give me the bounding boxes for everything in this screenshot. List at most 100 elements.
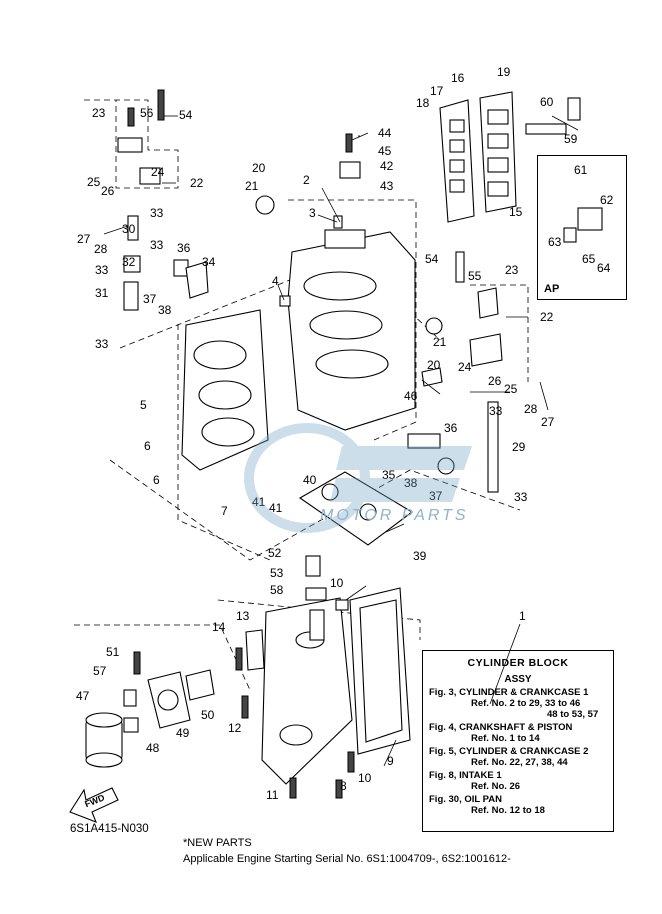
- callout: 2: [303, 173, 310, 187]
- ap-detail-box: AP: [537, 155, 627, 300]
- callout: 16: [451, 71, 465, 85]
- callout: 42: [380, 159, 394, 173]
- callout: 36: [444, 421, 458, 435]
- callout: 25: [504, 382, 518, 396]
- callout: 39: [413, 549, 427, 563]
- callout: 46: [404, 389, 418, 403]
- callout: 21: [245, 179, 259, 193]
- callout: 23: [505, 263, 519, 277]
- callout: 15: [509, 205, 523, 219]
- callout: 61: [574, 163, 588, 177]
- watermark-logo: [232, 416, 482, 536]
- callout: 60: [540, 95, 554, 109]
- callout: 30: [122, 222, 136, 236]
- callout: 33: [150, 206, 164, 220]
- callout: 3: [309, 206, 316, 220]
- callout: 49: [176, 726, 190, 740]
- callout: 52: [268, 546, 282, 560]
- ref-range: Ref. No. 22, 27, 38, 44: [471, 757, 568, 768]
- callout: 51: [106, 645, 120, 659]
- callout: 62: [600, 193, 614, 207]
- ref-range: Ref. No. 26: [471, 781, 521, 792]
- callout: 7: [221, 504, 228, 518]
- callout: 4: [272, 274, 279, 288]
- callout: 56: [140, 106, 154, 120]
- callout: 20: [252, 161, 266, 175]
- cylinder-gasket: [298, 471, 413, 546]
- callout-labels: 1 2 3 4 5 6 6 7 8 9 10 10 11 12 13 14 15…: [76, 65, 614, 802]
- callout: 47: [76, 689, 90, 703]
- callout: 36: [177, 241, 191, 255]
- callout: 58: [270, 583, 284, 597]
- small-parts: [117, 89, 603, 799]
- ref-range: 48 to 53, 57: [547, 709, 599, 720]
- callout: 27: [77, 232, 91, 246]
- callout: 26: [101, 184, 115, 198]
- callout: 35: [382, 468, 396, 482]
- callout: 53: [270, 566, 284, 580]
- cover-plates: [185, 629, 265, 701]
- callout: 22: [190, 176, 204, 190]
- ref-subtitle: ASSY: [504, 674, 532, 685]
- callout: 59: [564, 132, 578, 146]
- callout: 40: [303, 473, 317, 487]
- ref-fig: Fig. 30, OIL PAN: [429, 794, 503, 805]
- callout: 63: [548, 235, 562, 249]
- fwd-arrow-icon: FWD: [69, 787, 119, 823]
- ap-label: AP: [544, 283, 560, 295]
- new-parts-note: *NEW PARTS: [183, 837, 252, 849]
- callout: 21: [433, 335, 447, 349]
- callout: 11: [266, 788, 279, 802]
- callout: 5: [140, 398, 147, 412]
- callout: 44: [378, 126, 392, 140]
- watermark-text: MOTOR PARTS: [320, 507, 469, 524]
- callout: 12: [228, 721, 242, 735]
- callout: 28: [94, 242, 108, 256]
- callout: 48: [146, 741, 160, 755]
- callout: 33: [514, 490, 528, 504]
- cylinder-block: [287, 229, 416, 431]
- callout: 28: [524, 402, 538, 416]
- callout: 33: [95, 263, 109, 277]
- callout: 14: [212, 620, 226, 634]
- exhaust-guide: [261, 597, 353, 785]
- callout: 33: [489, 404, 503, 418]
- callout: 64: [597, 261, 611, 275]
- callout: 13: [236, 609, 250, 623]
- callout: 27: [541, 415, 555, 429]
- serial-note: Applicable Engine Starting Serial No. 6S…: [183, 853, 511, 865]
- callout: 32: [122, 255, 136, 269]
- callout: 43: [380, 179, 394, 193]
- callout: 34: [202, 255, 216, 269]
- callout: 17: [430, 84, 444, 98]
- callout: 38: [404, 476, 418, 490]
- crankcase-half: [181, 309, 269, 471]
- filter-bracket: [147, 671, 191, 729]
- ref-range: Ref. No. 2 to 29, 33 to 46: [471, 698, 581, 709]
- callout: 23: [92, 106, 106, 120]
- callout: 25: [87, 175, 101, 189]
- callout: 37: [429, 489, 443, 503]
- callout: 55: [468, 269, 482, 283]
- callout: 24: [458, 360, 472, 374]
- callout: 22: [540, 310, 554, 324]
- callout: 10: [358, 771, 372, 785]
- callout: 37: [143, 292, 157, 306]
- ref-fig: Fig. 3, CYLINDER & CRANKCASE 1: [429, 687, 589, 698]
- callout: 6: [144, 439, 151, 453]
- diagram-code: 6S1A415-N030: [70, 823, 149, 835]
- callout: 54: [179, 108, 193, 122]
- ref-fig: Fig. 8, INTAKE 1: [429, 770, 502, 781]
- callout: 31: [95, 286, 109, 300]
- callout: 8: [340, 779, 347, 793]
- callout: 20: [427, 358, 441, 372]
- breather-cover: [439, 91, 517, 223]
- oil-filter: [85, 712, 123, 768]
- ref-range: Ref. No. 1 to 14: [471, 733, 540, 744]
- ref-fig: Fig. 5, CYLINDER & CRANKCASE 2: [429, 746, 589, 757]
- leader-lines: [103, 115, 579, 767]
- callout: 65: [582, 252, 596, 266]
- callout: 54: [425, 252, 439, 266]
- oil-pan-gasket: [349, 587, 411, 755]
